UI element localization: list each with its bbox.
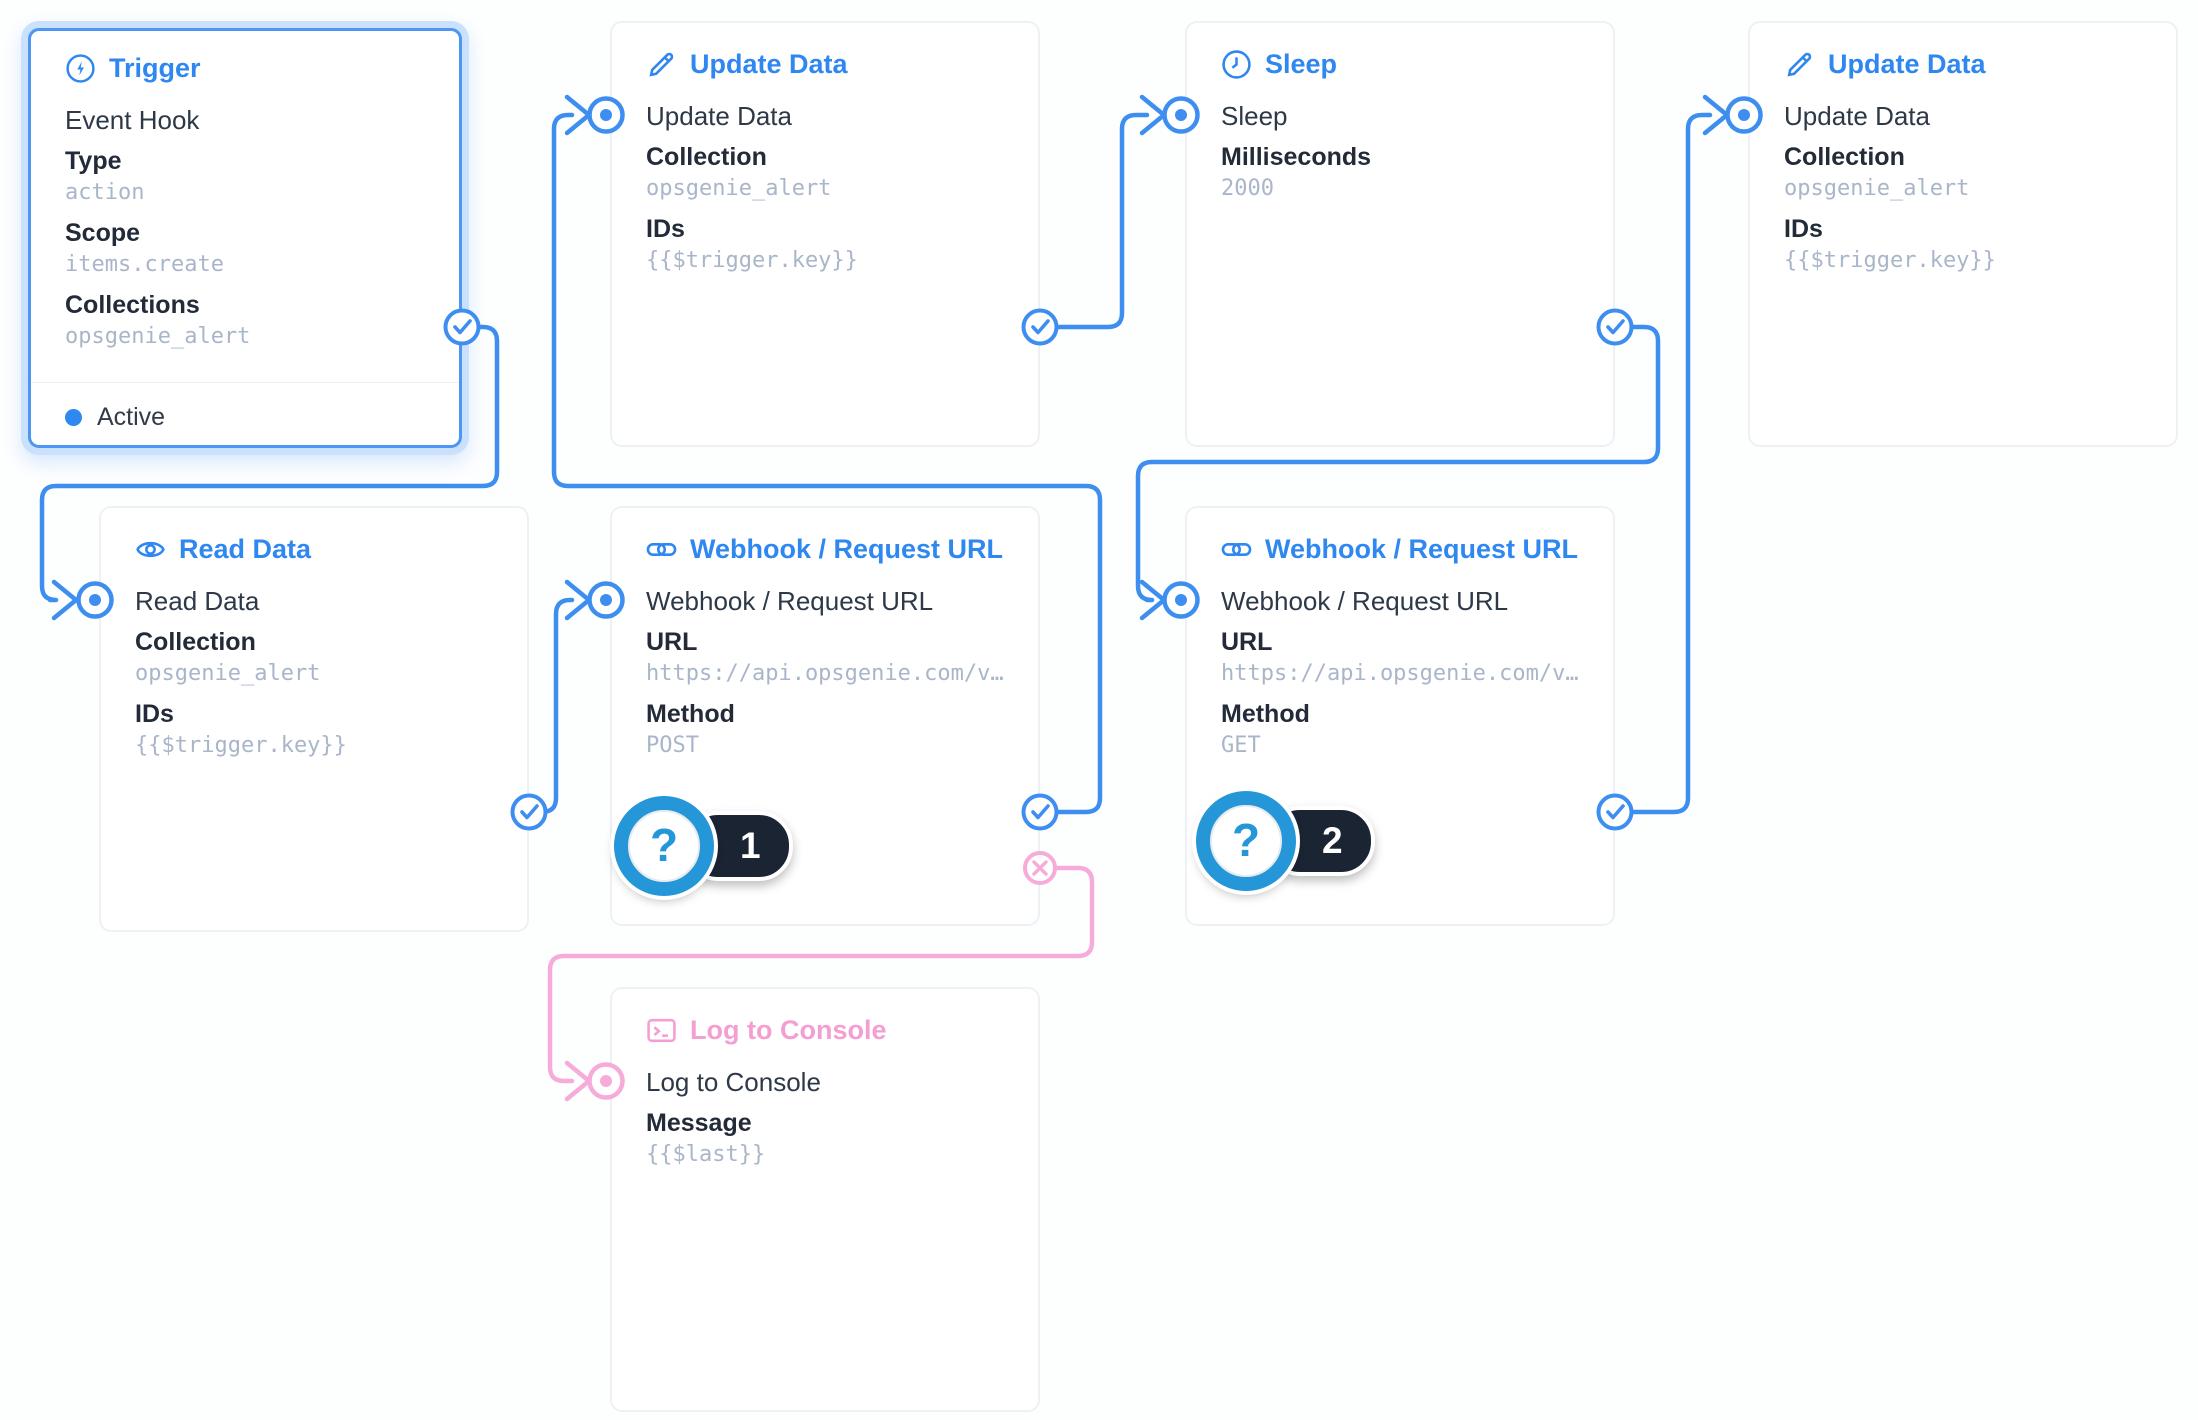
link-icon — [1221, 542, 1252, 556]
badge-number: 2 — [1322, 820, 1343, 861]
trigger-status-label: Active — [97, 403, 166, 431]
field-value: {{$trigger.key}} — [135, 733, 347, 758]
field-label: Collections — [65, 291, 200, 319]
field-value: action — [65, 180, 145, 205]
field-value: 2000 — [1221, 176, 1274, 201]
log-title: Log to Console — [690, 1015, 887, 1045]
webhook2-name: Webhook / Request URL — [1221, 586, 1509, 616]
field-label: Collection — [1784, 143, 1905, 171]
field-value: POST — [646, 733, 699, 758]
pencil-icon — [649, 52, 674, 77]
field-label: Milliseconds — [1221, 143, 1372, 171]
field-label: Method — [646, 700, 735, 728]
arrowhead-icon — [1139, 94, 1167, 136]
node-trigger[interactable]: Trigger Event Hook Type action Scope ite… — [28, 28, 462, 448]
update1-name: Update Data — [646, 101, 792, 131]
arrowhead-icon — [564, 1060, 592, 1102]
sleep-title-row: Sleep — [1221, 47, 1613, 81]
update1-title: Update Data — [690, 49, 848, 79]
sleep-title: Sleep — [1265, 49, 1338, 79]
link-icon — [646, 542, 677, 556]
trigger-title-row: Trigger — [65, 51, 459, 85]
arrowhead-icon — [564, 579, 592, 621]
field-value: {{$trigger.key}} — [1784, 248, 1996, 273]
question-badge-icon[interactable]: ? — [1196, 791, 1296, 891]
arrowhead-icon — [564, 94, 592, 136]
trigger-status-row: Active — [65, 403, 459, 432]
field-value: items.create — [65, 252, 224, 277]
panel-badge-1[interactable]: ? 1 — [614, 796, 793, 896]
eye-icon — [136, 541, 165, 557]
field-label: Scope — [65, 219, 141, 247]
question-badge-icon[interactable]: ? — [614, 796, 714, 896]
node-read-data[interactable]: Read Data Read Data Collection opsgenie_… — [99, 506, 529, 932]
edge-webhook2-update2[interactable] — [1612, 112, 1713, 815]
log-title-row: Log to Console — [646, 1013, 1038, 1047]
edge-update1-sleep[interactable] — [1037, 112, 1150, 330]
update2-title: Update Data — [1828, 49, 1986, 79]
field-value: https://api.opsgenie.com/v… — [646, 661, 1004, 686]
webhook2-title: Webhook / Request URL — [1265, 534, 1579, 564]
divider — [31, 382, 459, 383]
webhook1-title: Webhook / Request URL — [690, 534, 1004, 564]
active-status-dot — [65, 409, 82, 426]
webhook2-title-row: Webhook / Request URL — [1221, 532, 1613, 566]
field-value: opsgenie_alert — [65, 324, 251, 349]
field-label: IDs — [646, 215, 685, 243]
field-label: Collection — [135, 628, 256, 656]
terminal-icon — [647, 1018, 676, 1042]
webhook1-name: Webhook / Request URL — [646, 586, 934, 616]
arrowhead-icon — [1139, 579, 1167, 621]
field-label: Message — [646, 1109, 752, 1137]
node-update-data-1[interactable]: Update Data Update Data Collection opsge… — [610, 21, 1040, 447]
field-value: opsgenie_alert — [135, 661, 321, 686]
sleep-name: Sleep — [1221, 101, 1288, 131]
bolt-circle-icon — [66, 53, 95, 83]
field-label: IDs — [135, 700, 174, 728]
read-title: Read Data — [179, 534, 312, 564]
trigger-title: Trigger — [109, 53, 201, 83]
node-sleep[interactable]: Sleep Sleep Milliseconds 2000 — [1185, 21, 1615, 447]
log-name: Log to Console — [646, 1067, 821, 1097]
node-log-to-console[interactable]: Log to Console Log to Console Message {{… — [610, 987, 1040, 1412]
field-label: Collection — [646, 143, 767, 171]
edge-read-webhook1[interactable] — [526, 597, 575, 815]
pencil-icon — [1787, 52, 1812, 77]
node-trigger-selection-halo: Trigger Event Hook Type action Scope ite… — [21, 21, 469, 455]
field-value: {{$last}} — [646, 1142, 766, 1167]
update2-title-row: Update Data — [1784, 47, 2176, 81]
read-name: Read Data — [135, 586, 260, 616]
trigger-name: Event Hook — [65, 105, 200, 135]
field-label: Method — [1221, 700, 1310, 728]
badge-number: 1 — [740, 825, 761, 866]
field-value: {{$trigger.key}} — [646, 248, 858, 273]
arrowhead-icon — [51, 579, 79, 621]
field-label: Type — [65, 147, 122, 175]
panel-badge-2[interactable]: ? 2 — [1196, 791, 1375, 891]
field-value: GET — [1221, 733, 1261, 758]
field-value: https://api.opsgenie.com/v… — [1221, 661, 1579, 686]
field-value: opsgenie_alert — [646, 176, 832, 201]
field-label: URL — [646, 628, 698, 656]
node-update-data-2[interactable]: Update Data Update Data Collection opsge… — [1748, 21, 2178, 447]
arrowhead-icon — [1702, 94, 1730, 136]
webhook1-title-row: Webhook / Request URL — [646, 532, 1038, 566]
update2-name: Update Data — [1784, 101, 1930, 131]
clock-icon — [1222, 49, 1251, 79]
field-value: opsgenie_alert — [1784, 176, 1970, 201]
field-label: IDs — [1784, 215, 1823, 243]
read-title-row: Read Data — [135, 532, 527, 566]
update1-title-row: Update Data — [646, 47, 1038, 81]
field-label: URL — [1221, 628, 1273, 656]
